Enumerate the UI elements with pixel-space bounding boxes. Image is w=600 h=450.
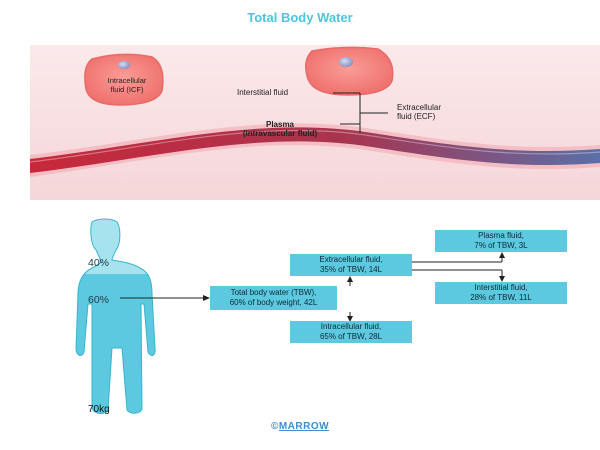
brand-copyright-symbol: © [270, 421, 279, 432]
body-weight-label: 70kg [88, 404, 110, 415]
body-upper-40-region [76, 219, 156, 274]
icf-cell-label: Intracellular fluid (ICF) [98, 76, 156, 94]
diagram-title: Total Body Water [247, 10, 353, 25]
ecf-label-line1: Extracellular [397, 103, 442, 112]
interstitial-fluid-label: Interstitial fluid [237, 88, 289, 97]
icf-box: Intracellular fluid, 65% of TBW, 28L [290, 321, 412, 343]
interstitial-fluid-line2: 28% of TBW, 11L [470, 293, 532, 302]
ecf-to-interstitial-arrowhead [499, 276, 505, 282]
ecf-line2: 35% of TBW, 14L [319, 265, 383, 274]
ecf-box: Extracellular fluid, 35% of TBW, 14L [290, 254, 412, 276]
tbw-line2: 60% of body weight, 42L [229, 298, 318, 307]
tbw-to-ecf-arrowhead [347, 276, 353, 282]
vessel-highlight [29, 129, 600, 163]
cell-nucleus-right [339, 57, 353, 67]
cell-nucleus-left [118, 61, 130, 69]
ecf-line1: Extracellular fluid, [319, 255, 383, 265]
brand-footer: ©MARROW [0, 421, 600, 432]
ecf-to-plasma-arrowhead [499, 252, 505, 258]
body-to-tbw-arrowhead [203, 295, 210, 301]
plasma-fluid-line2: 7% of TBW, 3L [474, 241, 528, 250]
tbw-line1: Total body water (TBW), [230, 288, 317, 298]
plasma-label: Plasma (intravascular fluid) [215, 120, 345, 138]
intracellular-cell-shape [84, 53, 164, 106]
body-outline [75, 218, 156, 414]
plasma-label-line1: Plasma [265, 120, 295, 129]
icf-label-line2: fluid (ICF) [110, 85, 144, 94]
blood-vessel [30, 127, 600, 173]
plasma-fluid-line1: Plasma fluid, [478, 231, 524, 241]
body-lower-percent: 60% [88, 294, 110, 306]
icf-line2: 65% of TBW, 28L [319, 332, 383, 341]
ecf-label-line2: fluid (ECF) [397, 112, 436, 122]
brand-name: MARROW [278, 421, 330, 432]
tissue-cell-shape [305, 46, 394, 96]
plasma-label-line2: (intravascular fluid) [242, 129, 318, 139]
interstitial-fluid-box: Interstitial fluid, 28% of TBW, 11L [435, 282, 567, 304]
body-and-flow-illustration [75, 218, 505, 414]
ecf-label: Extracellular fluid (ECF) [397, 103, 441, 121]
icf-line1: Intracellular fluid, [320, 322, 382, 332]
tbw-to-icf-arrowhead [347, 316, 353, 322]
tbw-box: Total body water (TBW), 60% of body weig… [210, 286, 337, 310]
body-upper-percent: 40% [88, 257, 110, 269]
vessel-wall-glow [30, 123, 600, 177]
interstitial-fluid-line1: Interstitial fluid, [474, 283, 528, 293]
plasma-fluid-box: Plasma fluid, 7% of TBW, 3L [435, 230, 567, 252]
icf-label-line1: Intracellular [107, 76, 147, 85]
fluid-compartments-illustration [29, 45, 600, 200]
